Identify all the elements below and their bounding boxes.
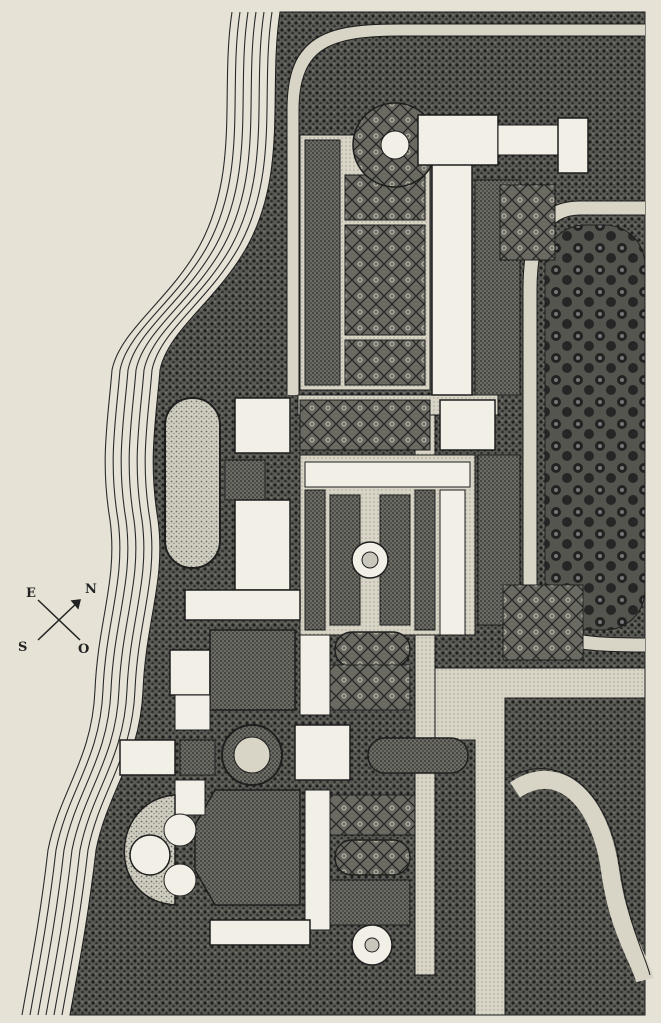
connector-wing (497, 124, 559, 156)
oval-pond-upper (164, 397, 221, 569)
compass-rose-icon (37, 599, 81, 641)
end-pavilion (557, 117, 589, 174)
right-beds (474, 179, 584, 661)
upper-parterre (299, 102, 438, 391)
upper-pavilion (417, 114, 499, 166)
terrace-pavilion (439, 399, 496, 451)
orchard (544, 224, 646, 631)
outer-drive (287, 24, 645, 395)
lower-parterre (329, 664, 416, 966)
diamond-parterre (299, 399, 431, 451)
oval-pool-lower (367, 737, 469, 774)
compass-east-label: E (26, 586, 36, 601)
compass-north-label: N (85, 582, 97, 597)
compass-south-label: S (18, 640, 28, 655)
shoreline-contours (21, 11, 273, 1016)
central-garden (299, 454, 476, 636)
oval-pool-south (334, 839, 411, 876)
curved-drive (510, 770, 654, 983)
compass-west-label: O (78, 642, 90, 657)
rotunda-group (123, 794, 197, 906)
gallery-building (431, 134, 473, 396)
oval-pool-mid (334, 631, 411, 668)
